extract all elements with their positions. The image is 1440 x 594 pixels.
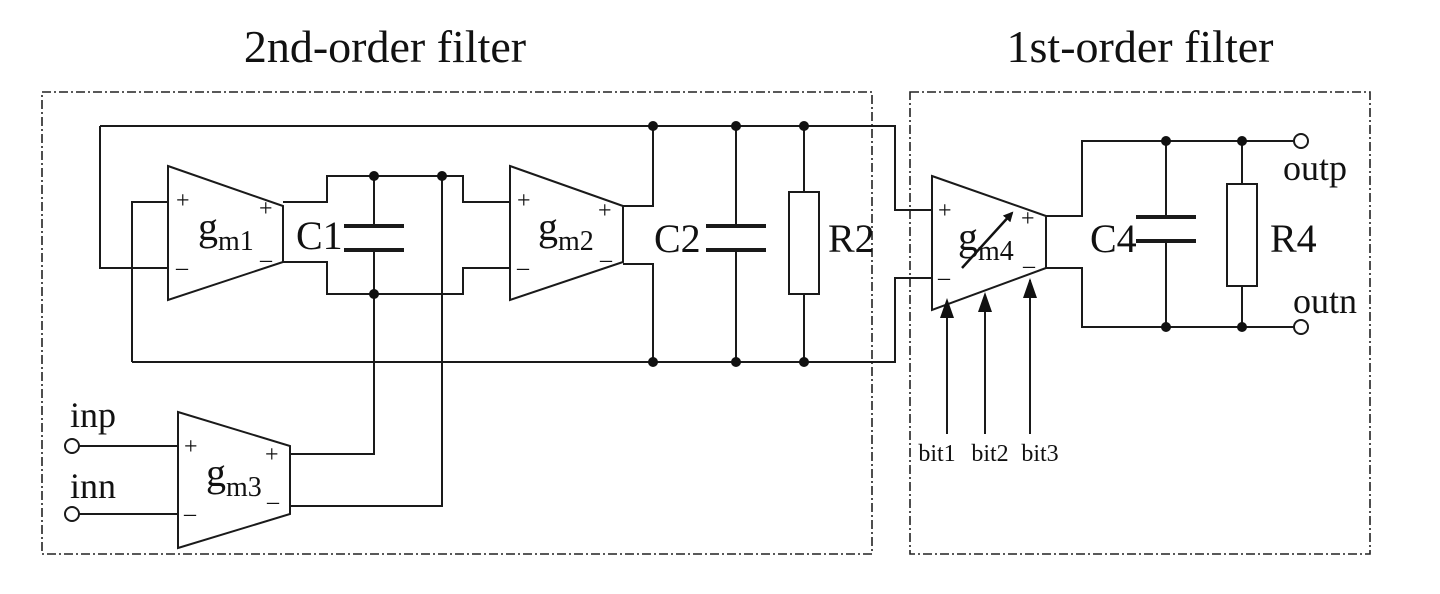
terminals: inp inn outp outn	[64, 133, 1357, 522]
gm4-minus-in: –	[937, 265, 951, 291]
outp-label: outp	[1283, 148, 1347, 188]
gm3-minus-in: –	[183, 501, 197, 527]
gm3-label: gm3	[206, 450, 262, 503]
gm2-minus-in: –	[516, 255, 530, 281]
junction-dots	[369, 121, 1247, 367]
gm1-plus-out: +	[259, 196, 273, 222]
gm2-label: gm2	[538, 204, 594, 257]
gm1-minus-out: –	[259, 247, 273, 273]
gm4-minus-out: –	[1022, 253, 1036, 279]
inp-label: inp	[70, 395, 116, 435]
outp-terminal	[1293, 133, 1309, 149]
resistor-r2: R2	[788, 191, 875, 295]
gm1-minus-in: –	[175, 255, 189, 281]
c4-label: C4	[1090, 216, 1137, 261]
capacitor-c4: C4	[1090, 215, 1196, 261]
title-1st-order-filter: 1st-order filter	[1007, 21, 1274, 72]
title-2nd-order-filter: 2nd-order filter	[244, 21, 526, 72]
outn-terminal	[1293, 319, 1309, 335]
bit2-label: bit2	[971, 441, 1008, 467]
capacitor-c1: C1	[296, 213, 404, 258]
wires-2nd-order	[78, 125, 868, 515]
gm2-minus-out: –	[599, 247, 613, 273]
amplifier-gm1: + – + – gm1	[167, 164, 284, 302]
gm4-label: gm4	[958, 214, 1014, 267]
resistor-r4: R4	[1226, 183, 1317, 287]
gm1-plus-in: +	[176, 188, 190, 214]
r4-label: R4	[1270, 216, 1317, 261]
gm3-plus-out: +	[265, 442, 279, 468]
bit1-label: bit1	[918, 441, 955, 467]
outn-label: outn	[1293, 281, 1357, 321]
r2-label: R2	[828, 216, 875, 261]
c2-label: C2	[654, 216, 701, 261]
first-order-filter-box	[909, 91, 1371, 555]
inn-terminal	[64, 506, 80, 522]
bit3-label: bit3	[1021, 441, 1058, 467]
c1-label: C1	[296, 213, 343, 258]
control-bits: bit1 bit2 bit3	[918, 278, 1059, 467]
capacitor-c2: C2	[654, 216, 766, 261]
gm4-plus-out: +	[1021, 206, 1035, 232]
second-order-filter-box	[41, 91, 873, 555]
amplifier-gm4: + – + – gm4	[931, 174, 1047, 312]
tunable-arrow-icon	[961, 211, 1014, 269]
inp-terminal	[64, 438, 80, 454]
amplifier-gm2: + – + – gm2	[509, 164, 624, 302]
gm4-plus-in: +	[938, 198, 952, 224]
gm2-plus-in: +	[517, 188, 531, 214]
inn-label: inn	[70, 466, 116, 506]
gm3-plus-in: +	[184, 434, 198, 460]
gm2-plus-out: +	[598, 198, 612, 224]
gm1-label: gm1	[198, 204, 254, 257]
gm3-minus-out: –	[266, 489, 280, 515]
amplifier-gm3: + – + – gm3	[177, 410, 291, 550]
wires-1st-order	[868, 125, 1295, 363]
